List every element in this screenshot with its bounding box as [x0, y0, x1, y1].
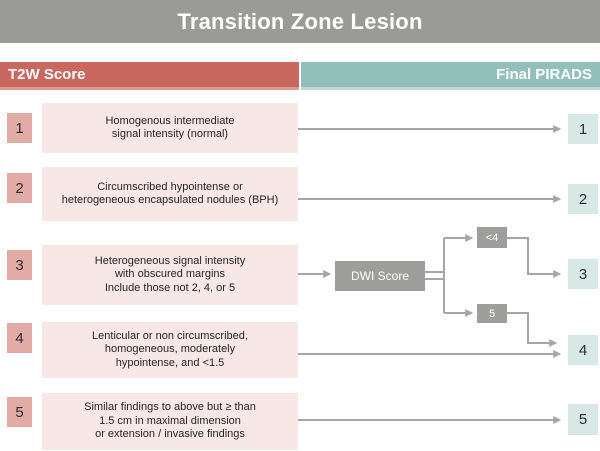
dwi-score-label: DWI Score: [350, 269, 409, 283]
t2w-score-5: 5: [15, 403, 24, 421]
final-pirads-1: 1: [578, 120, 588, 138]
t2w-description-5: Similar findings to above but ≥ than 1.5…: [84, 401, 256, 441]
t2w-description-1: Homogenous intermediate signal intensity…: [105, 114, 235, 141]
final-pirads-box-5: 5: [568, 404, 598, 435]
t2w-score-3: 3: [15, 256, 24, 274]
dwi-score-box: DWI Score: [335, 261, 425, 291]
t2w-score-4: 4: [15, 329, 24, 347]
dwi-branch-low-label: <4: [485, 231, 499, 244]
t2w-description-4: Lenticular or non circumscribed, homogen…: [92, 329, 248, 369]
t2w-score-header: T2W Score: [0, 62, 299, 90]
arrow-branch-high-to-pirads4: [507, 312, 558, 347]
dwi-branch-low-box: <4: [477, 227, 507, 248]
page-title: Transition Zone Lesion: [177, 8, 423, 34]
final-pirads-box-2: 2: [568, 184, 598, 214]
final-pirads-box-3: 3: [568, 259, 598, 289]
t2w-score-header-label: T2W Score: [8, 66, 86, 83]
arrow-branch-low-to-pirads3: [507, 237, 562, 278]
t2w-score-box-2: 2: [7, 173, 32, 203]
final-pirads-box-4: 4: [568, 335, 598, 365]
title-bar: Transition Zone Lesion: [0, 0, 600, 43]
t2w-score-2: 2: [15, 179, 24, 197]
final-pirads-header-label: Final PIRADS: [496, 66, 592, 83]
final-pirads-box-1: 1: [568, 114, 598, 144]
dwi-branch-high-label: 5: [488, 307, 496, 320]
t2w-score-1: 1: [15, 119, 24, 137]
t2w-description-box-4: Lenticular or non circumscribed, homogen…: [42, 322, 298, 378]
t2w-description-2: Circumscribed hypointense or heterogeneo…: [61, 180, 279, 207]
dwi-branch-high-box: 5: [477, 304, 507, 323]
t2w-description-box-1: Homogenous intermediate signal intensity…: [42, 103, 298, 153]
final-pirads-header: Final PIRADS: [301, 62, 600, 90]
t2w-description-box-3: Heterogeneous signal intensity with obsc…: [42, 245, 298, 305]
t2w-score-box-5: 5: [7, 397, 32, 427]
t2w-score-box-1: 1: [7, 113, 32, 143]
final-pirads-4: 4: [578, 341, 588, 359]
t2w-description-box-2: Circumscribed hypointense or heterogeneo…: [42, 167, 298, 221]
t2w-description-box-5: Similar findings to above but ≥ than 1.5…: [42, 393, 298, 450]
final-pirads-3: 3: [578, 265, 588, 283]
final-pirads-2: 2: [578, 190, 588, 208]
final-pirads-5: 5: [578, 411, 588, 428]
t2w-score-box-3: 3: [7, 250, 32, 280]
t2w-score-box-4: 4: [7, 323, 32, 353]
t2w-description-3: Heterogeneous signal intensity with obsc…: [94, 254, 246, 294]
